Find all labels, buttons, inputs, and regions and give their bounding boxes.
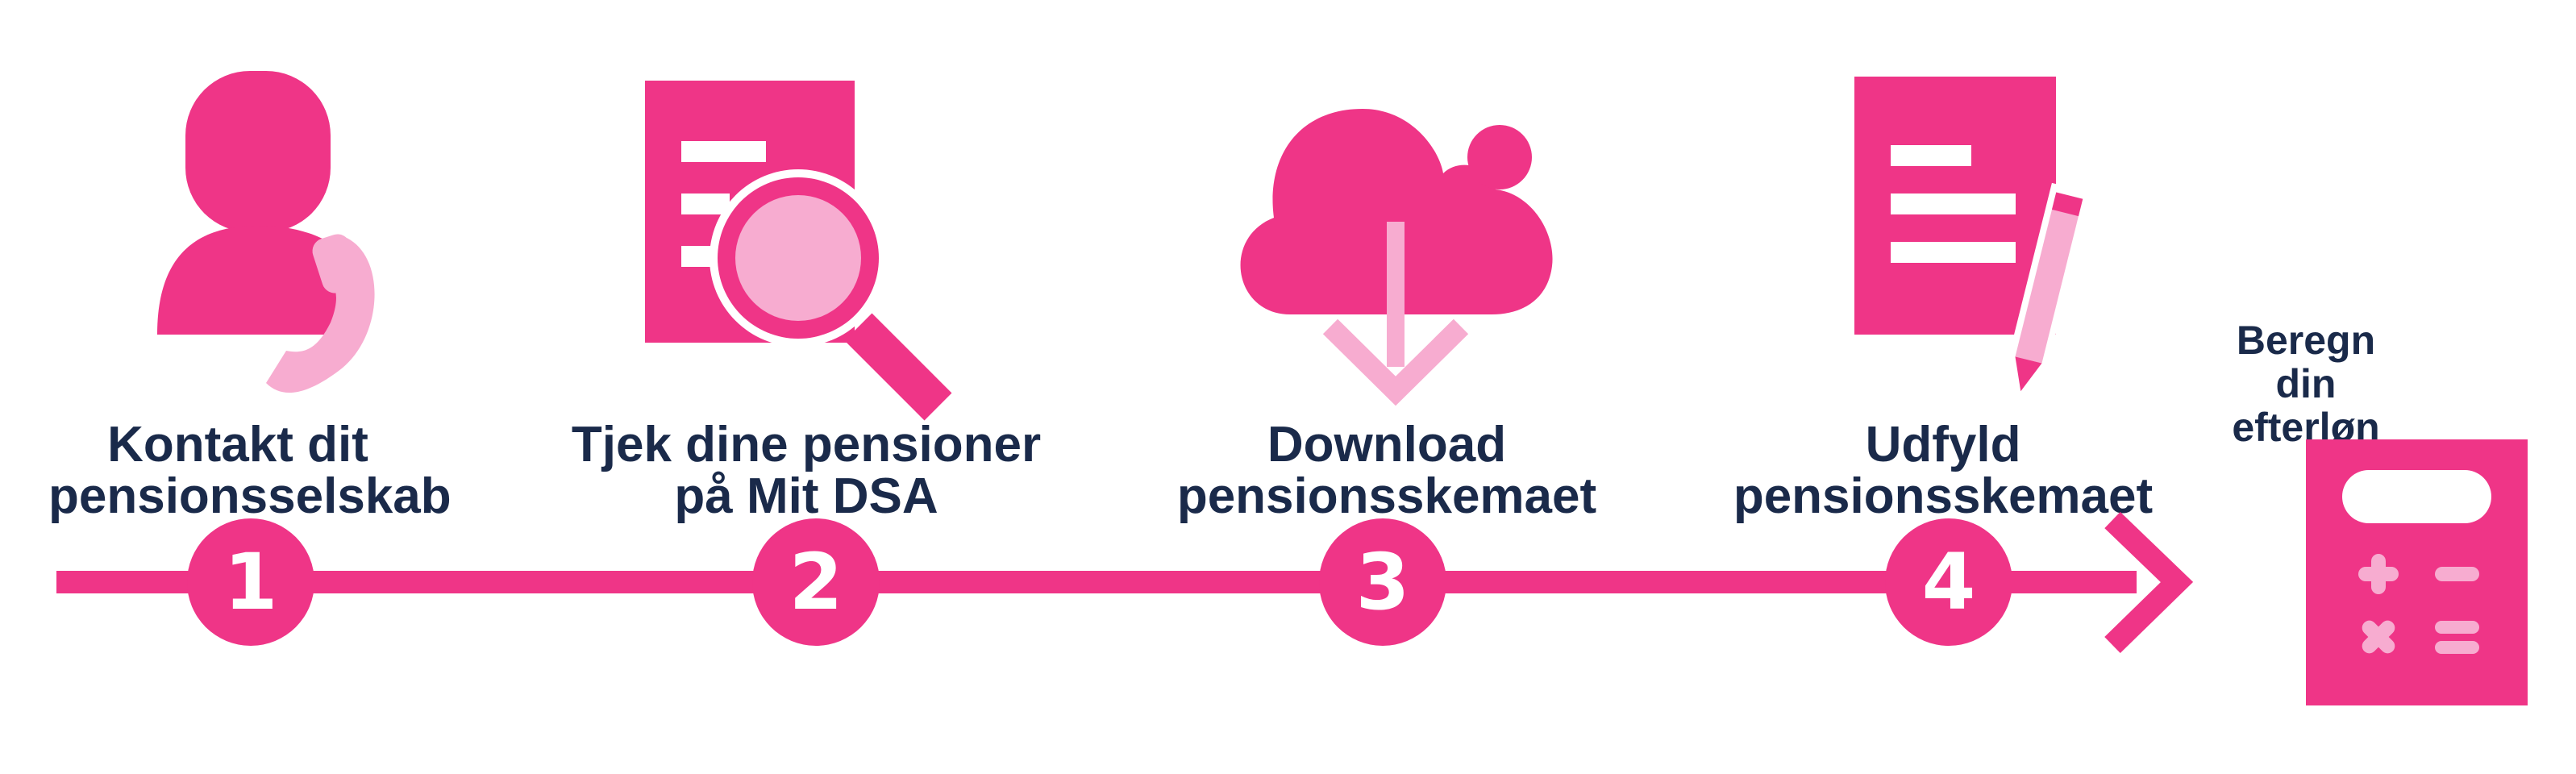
step-1-label: Kontakt dit pensionsselskab [48, 417, 452, 524]
document-search-icon [645, 81, 952, 421]
timeline-line [56, 571, 2137, 593]
step-4-number: 4 [1885, 518, 2012, 646]
document-edit-icon [1854, 77, 2088, 392]
step-3-label-line2: pensionsskemaet [1176, 468, 1597, 524]
step-1-number: 1 [187, 518, 314, 646]
step-3-label: Download pensionsskemaet [1161, 419, 1613, 522]
step-2-number: 2 [752, 518, 880, 646]
step-1-label-line1: Kontakt dit [107, 417, 368, 472]
step-1-label-line2: pensionsselskab [48, 468, 452, 524]
person-phone-icon [157, 71, 375, 393]
step-3-label-line1: Download [1267, 417, 1507, 472]
calculator-icon [2306, 439, 2528, 705]
step-4-label-line1: Udfyld [1865, 417, 2021, 472]
cloud-download-icon [1240, 109, 1553, 406]
step-2-label-line2: på Mit DSA [674, 468, 938, 524]
step-3-number: 3 [1319, 518, 1446, 646]
step-2-label: Tjek dine pensioner på Mit DSA [548, 419, 1064, 522]
step-4-label-line2: pensionsskemaet [1733, 468, 2154, 524]
calculator-title: Beregn din efterløn [2201, 318, 2411, 449]
step-2-label-line1: Tjek dine pensioner [571, 417, 1042, 472]
step-4-label: Udfyld pensionsskemaet [1717, 419, 2169, 522]
calculator-title-line1: Beregn din [2236, 318, 2376, 406]
timeline-arrowhead-icon [2104, 511, 2194, 653]
